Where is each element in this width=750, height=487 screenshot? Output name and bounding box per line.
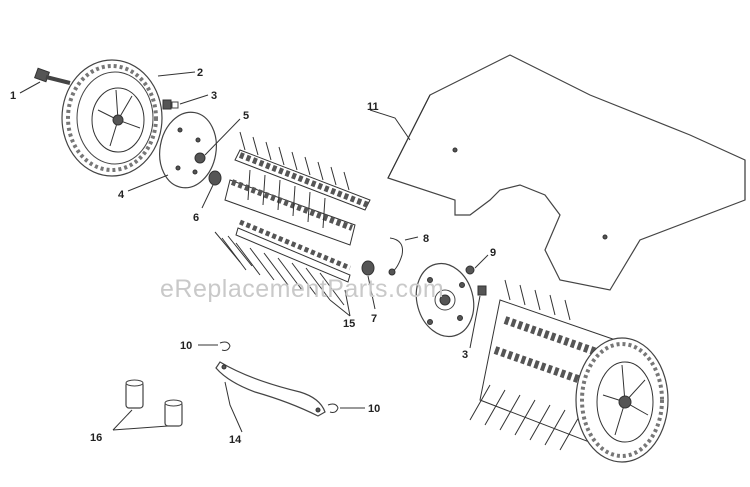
part-2-left-wheel bbox=[61, 59, 163, 177]
part-3-nut-right bbox=[477, 285, 487, 296]
right-reel-and-wheel bbox=[469, 279, 669, 463]
part-8-spring bbox=[388, 237, 403, 276]
part-1-bolt bbox=[34, 67, 71, 85]
part-9-hub-plate bbox=[415, 262, 475, 338]
part-10-clip-bottom bbox=[327, 403, 339, 413]
callout-10-top: 10 bbox=[180, 340, 192, 352]
part-3-nut-left bbox=[162, 99, 179, 110]
callout-8: 8 bbox=[423, 233, 429, 245]
callout-9: 9 bbox=[490, 247, 496, 259]
callout-15: 15 bbox=[343, 318, 355, 330]
part-7-bushing bbox=[361, 260, 375, 276]
callout-10-bottom: 10 bbox=[368, 403, 380, 415]
part-11-shield bbox=[387, 54, 746, 291]
part-16-rollers bbox=[125, 379, 183, 427]
callout-3-left: 3 bbox=[211, 90, 217, 102]
callout-3-right: 3 bbox=[462, 349, 468, 361]
part-10-clip-top bbox=[219, 341, 231, 351]
callout-16: 16 bbox=[90, 432, 102, 444]
callout-5: 5 bbox=[243, 110, 249, 122]
part-5-tine-reel bbox=[224, 131, 371, 246]
callout-2: 2 bbox=[197, 67, 203, 79]
part-6-bushing bbox=[208, 170, 222, 186]
part-14-bar bbox=[215, 361, 326, 417]
callout-14: 14 bbox=[229, 434, 242, 446]
callout-11: 11 bbox=[367, 101, 379, 113]
callout-1: 1 bbox=[10, 90, 16, 102]
leader-lines bbox=[19, 71, 489, 433]
callout-7: 7 bbox=[371, 313, 377, 325]
part-15-tine-bar bbox=[214, 219, 351, 306]
callout-6: 6 bbox=[193, 212, 199, 224]
callout-4: 4 bbox=[118, 189, 125, 201]
part-4-hub-plate bbox=[159, 111, 217, 189]
watermark-text: eReplacementParts.com bbox=[160, 275, 444, 303]
